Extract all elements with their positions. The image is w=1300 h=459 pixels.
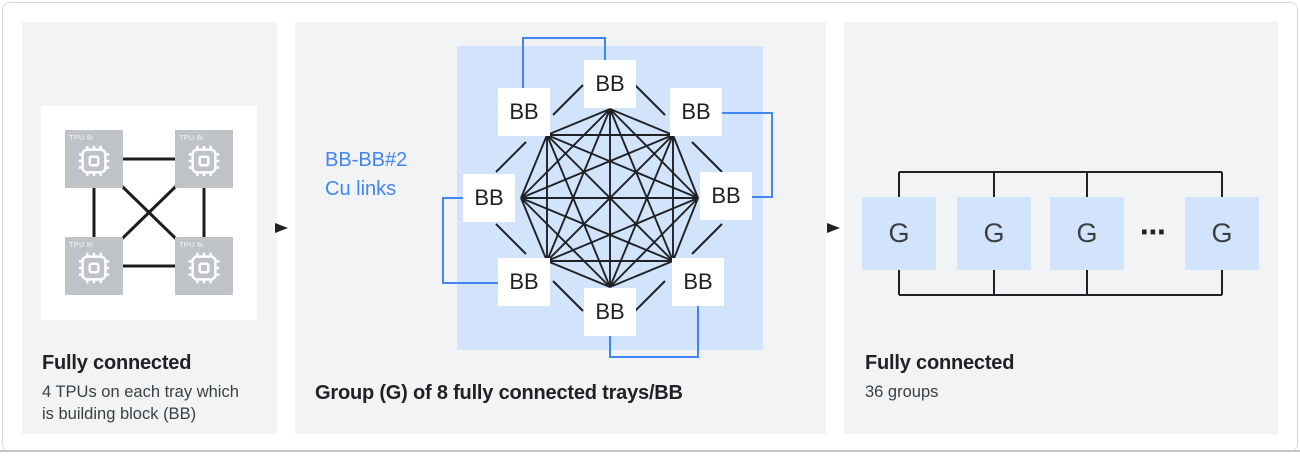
bb-node-label: BB — [509, 99, 539, 124]
tpu-node-label: TPU 8i — [179, 240, 204, 249]
panel-groups: G G G G ⋯ Fully connected 36 groups — [844, 22, 1278, 434]
tpu-node-label: TPU 8i — [69, 133, 94, 142]
panel-tray: TPU 8i TPU 8i — [22, 22, 277, 434]
bb-node: BB — [670, 88, 722, 136]
right-caption-body: 36 groups — [865, 383, 939, 401]
chip-icon — [78, 145, 110, 177]
group-node-label: G — [1211, 218, 1233, 248]
group-node: G — [957, 197, 1031, 270]
tpu-node-label: TPU 8i — [179, 133, 204, 142]
middle-caption-title: Group (G) of 8 fully connected trays/BB — [315, 382, 683, 404]
bb-node-label: BB — [711, 183, 741, 208]
cu-links-annotation-line2: Cu links — [325, 178, 397, 200]
tpu-node: TPU 8i — [65, 237, 123, 295]
left-caption-line1: 4 TPUs on each tray which — [42, 383, 239, 401]
group-node-label: G — [888, 218, 910, 248]
ellipsis-label: ⋯ — [1140, 217, 1166, 247]
bb-ring-links — [495, 84, 723, 312]
group-node-label: G — [983, 218, 1005, 248]
panel-group: BB BB BB BB BB BB BB BB BB-BB#2 Cu links… — [295, 22, 826, 434]
group-node: G — [1185, 197, 1259, 270]
bb-node-label: BB — [681, 99, 711, 124]
group-links-graph — [898, 171, 1223, 296]
tpu-node: TPU 8i — [175, 237, 233, 295]
cu-links-annotation: BB-BB#2 Cu links — [325, 146, 407, 204]
left-caption: Fully connected 4 TPUs on each tray whic… — [42, 352, 239, 425]
left-caption-title: Fully connected — [42, 352, 192, 374]
right-caption: Fully connected 36 groups — [865, 352, 1014, 403]
bb-node-label: BB — [474, 185, 504, 210]
group-node: G — [1050, 197, 1124, 270]
tpu-node-label: TPU 8i — [69, 240, 94, 249]
arrow-right-icon — [827, 223, 840, 233]
bb-node-label: BB — [595, 299, 625, 324]
bb-full-mesh — [520, 108, 699, 288]
right-caption-title: Fully connected — [865, 352, 1015, 374]
bb-node: BB — [498, 88, 550, 136]
tpu-node: TPU 8i — [175, 130, 233, 188]
tray-card: TPU 8i TPU 8i — [41, 106, 257, 320]
left-caption-line2: is building block (BB) — [42, 405, 197, 423]
bb-node: BB — [672, 258, 724, 306]
chip-icon — [78, 252, 110, 284]
bb-node-label: BB — [509, 269, 539, 294]
chip-icon — [188, 252, 220, 284]
bb-node: BB — [498, 258, 550, 306]
cu-links-annotation-line1: BB-BB#2 — [325, 149, 408, 171]
bb-node: BB — [584, 60, 636, 108]
chip-icon — [188, 145, 220, 177]
bb-links-graph — [442, 37, 773, 358]
middle-caption: Group (G) of 8 fully connected trays/BB — [315, 382, 683, 405]
page-divider — [0, 450, 1300, 452]
bb-node-label: BB — [683, 269, 713, 294]
arrow-right-icon — [275, 223, 288, 233]
bb-node: BB — [700, 172, 752, 220]
group-node-label: G — [1076, 218, 1098, 248]
cu-links — [442, 37, 773, 358]
tpu-node: TPU 8i — [65, 130, 123, 188]
bb-node: BB — [463, 174, 515, 222]
group-node: G — [862, 197, 936, 270]
left-caption-body: 4 TPUs on each tray which is building bl… — [42, 381, 239, 425]
bb-node: BB — [584, 288, 636, 336]
bb-node-label: BB — [595, 71, 625, 96]
